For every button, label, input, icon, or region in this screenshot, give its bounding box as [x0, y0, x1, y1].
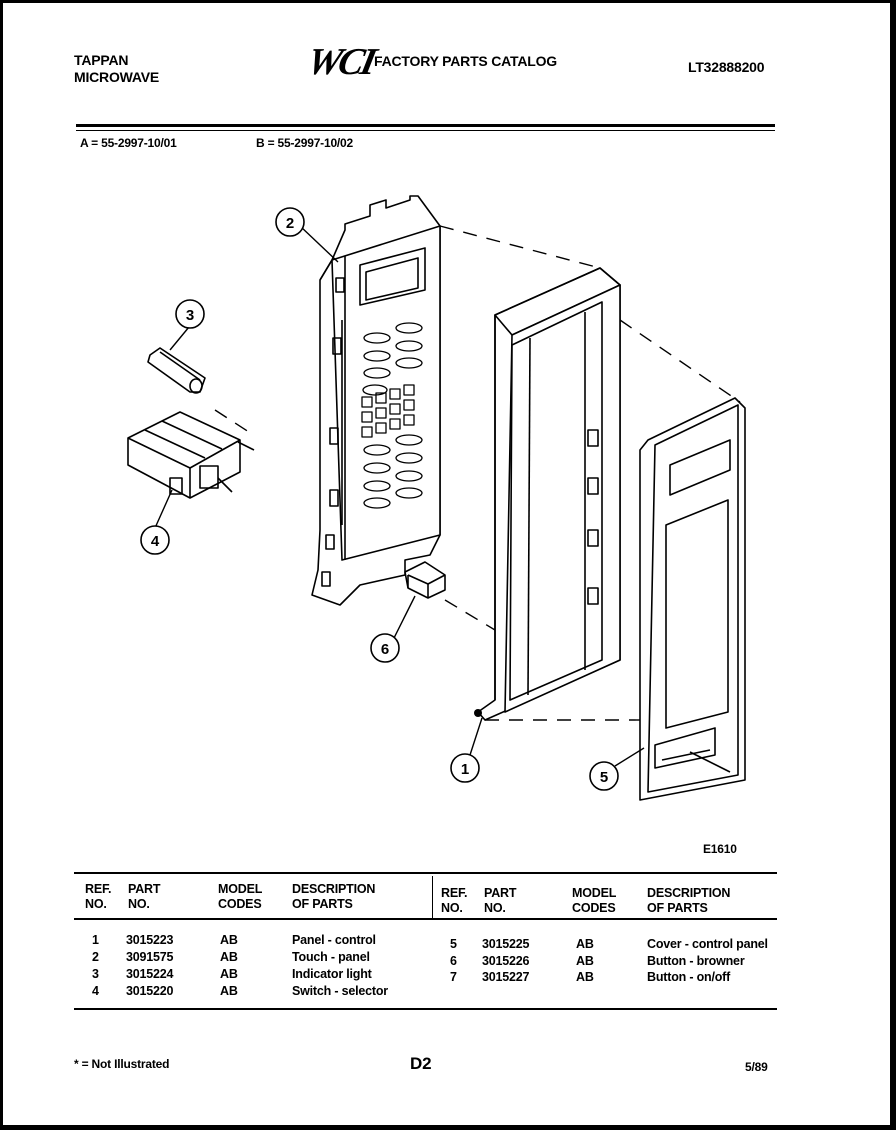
explosion-lines — [214, 225, 741, 721]
row5-codes: AB — [576, 937, 594, 951]
hdr-model-1: MODEL — [218, 882, 263, 896]
brand-line1: TAPPAN — [74, 52, 129, 68]
row6-desc: Button - browner — [647, 954, 745, 968]
row3-part: 3015224 — [126, 967, 174, 981]
header-rule-thin — [76, 130, 775, 131]
row1-desc: Panel - control — [292, 933, 376, 947]
table-bottom-rule — [74, 1008, 777, 1010]
row7-codes: AB — [576, 970, 594, 984]
row5-part: 3015225 — [482, 937, 530, 951]
callout-1: 1 — [461, 761, 469, 778]
indicator-light — [147, 347, 206, 394]
leader-lines — [154, 225, 645, 767]
row2-desc: Touch - panel — [292, 950, 370, 964]
brand-line2: MICROWAVE — [74, 69, 160, 85]
row6-part: 3015226 — [482, 954, 530, 968]
callout-2: 2 — [286, 215, 294, 232]
row5-ref: 5 — [450, 937, 457, 951]
row2-codes: AB — [220, 950, 238, 964]
callout-5: 5 — [600, 769, 608, 786]
revision-date: 5/89 — [745, 1060, 768, 1074]
row4-ref: 4 — [92, 984, 99, 998]
control-panel-bezel — [477, 267, 621, 721]
row3-codes: AB — [220, 967, 238, 981]
callout-4: 4 — [151, 533, 160, 550]
callout-3: 3 — [186, 307, 194, 324]
hdr-model-2-right: CODES — [572, 901, 616, 915]
row7-ref: 7 — [450, 970, 457, 984]
row2-part: 3091575 — [126, 950, 174, 964]
hdr-desc-2: OF PARTS — [292, 897, 353, 911]
model-number: LT32888200 — [688, 59, 765, 75]
hdr-desc-1-right: DESCRIPTION — [647, 886, 731, 900]
hdr-desc-2-right: OF PARTS — [647, 901, 708, 915]
hdr-part-2: NO. — [128, 897, 150, 911]
callout-6: 6 — [381, 641, 389, 658]
row6-ref: 6 — [450, 954, 457, 968]
hdr-ref-1-right: REF. — [441, 886, 468, 900]
screw-point — [474, 709, 482, 717]
hdr-ref-1: REF. — [85, 882, 112, 896]
catalog-title: FACTORY PARTS CATALOG — [374, 53, 557, 69]
row3-ref: 3 — [92, 967, 99, 981]
row4-codes: AB — [220, 984, 238, 998]
table-divider — [432, 876, 433, 918]
figure-code: E1610 — [703, 842, 737, 856]
hdr-part-1-right: PART — [484, 886, 517, 900]
row1-codes: AB — [220, 933, 238, 947]
touch-pad-keys — [361, 322, 423, 509]
table-header-rule — [74, 918, 777, 920]
row1-part: 3015223 — [126, 933, 174, 947]
hdr-part-1: PART — [128, 882, 161, 896]
row7-part: 3015227 — [482, 970, 530, 984]
model-code-a: A = 55-2997-10/01 — [80, 136, 177, 150]
row6-codes: AB — [576, 954, 594, 968]
model-code-b: B = 55-2997-10/02 — [256, 136, 354, 150]
hdr-part-2-right: NO. — [484, 901, 506, 915]
hdr-model-2: CODES — [218, 897, 262, 911]
hdr-ref-2: NO. — [85, 897, 107, 911]
row2-ref: 2 — [92, 950, 99, 964]
header-rule-thick — [76, 124, 775, 127]
control-panel-cover — [639, 397, 746, 801]
page-number: D2 — [410, 1054, 432, 1073]
hdr-ref-2-right: NO. — [441, 901, 463, 915]
row3-desc: Indicator light — [292, 967, 372, 981]
hdr-desc-1: DESCRIPTION — [292, 882, 376, 896]
row7-desc: Button - on/off — [647, 970, 731, 984]
browner-button — [404, 561, 446, 599]
not-illustrated-note: * = Not Illustrated — [74, 1057, 170, 1071]
selector-switch — [127, 411, 255, 499]
row4-desc: Switch - selector — [292, 984, 388, 998]
table-top-rule — [74, 872, 777, 874]
row5-desc: Cover - control panel — [647, 937, 768, 951]
row1-ref: 1 — [92, 933, 99, 947]
row4-part: 3015220 — [126, 984, 174, 998]
hdr-model-1-right: MODEL — [572, 886, 617, 900]
